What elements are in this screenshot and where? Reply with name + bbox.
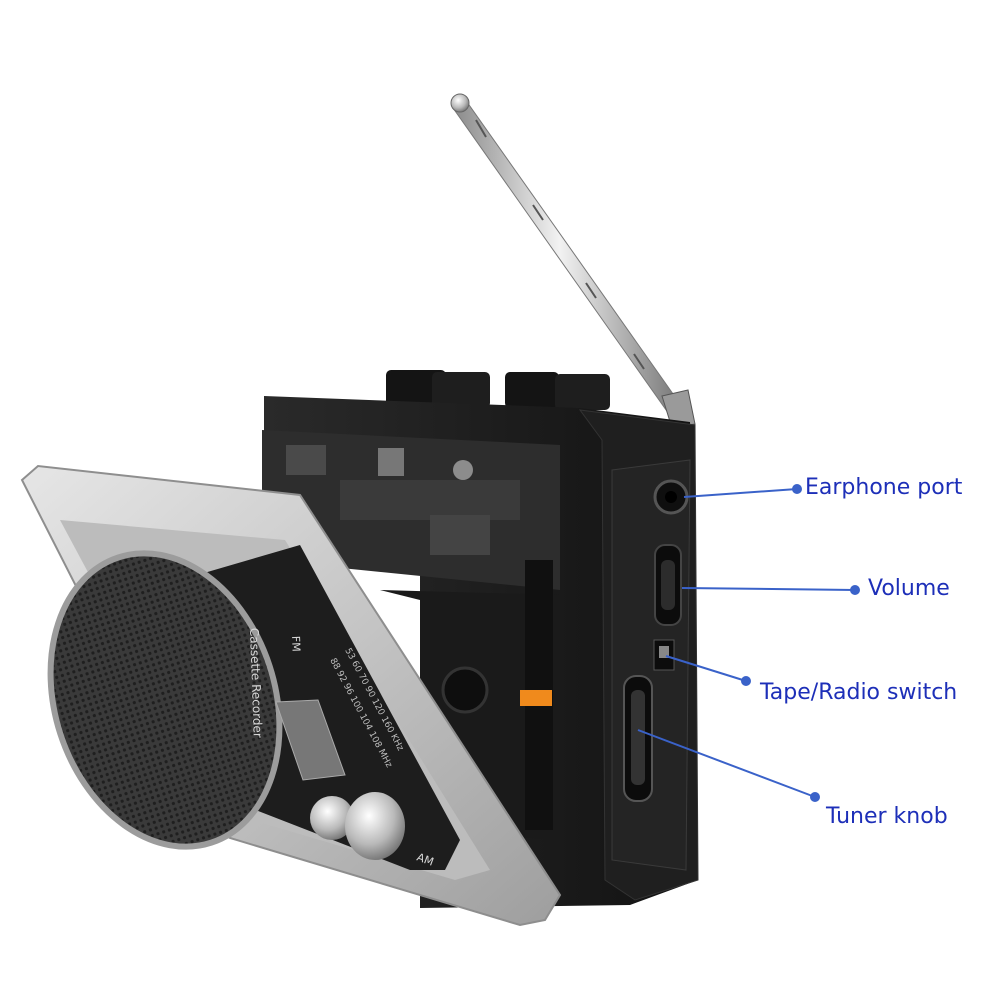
right-knob [345, 792, 405, 860]
am-band-text: AM [415, 851, 435, 869]
brand-text: Cassette Recorder [247, 628, 265, 738]
callout-tape-radio-switch: Tape/Radio switch [760, 680, 958, 705]
callout-earphone-port: Earphone port [805, 475, 963, 500]
orange-clip [520, 690, 552, 706]
tuner-knob[interactable] [623, 675, 653, 802]
speaker-grille [47, 550, 283, 850]
volume-wheel[interactable] [654, 544, 682, 626]
earphone-jack[interactable] [653, 479, 689, 515]
antenna [450, 93, 696, 429]
front-panel [20, 464, 562, 927]
callout-tuner-knob: Tuner knob [826, 804, 948, 829]
callout-lines [637, 484, 860, 802]
transport-buttons[interactable] [386, 370, 610, 410]
callout-volume: Volume [868, 576, 950, 601]
tape-radio-switch[interactable] [653, 639, 675, 671]
fm-band-text: FM [289, 636, 303, 652]
left-knob [310, 796, 354, 840]
